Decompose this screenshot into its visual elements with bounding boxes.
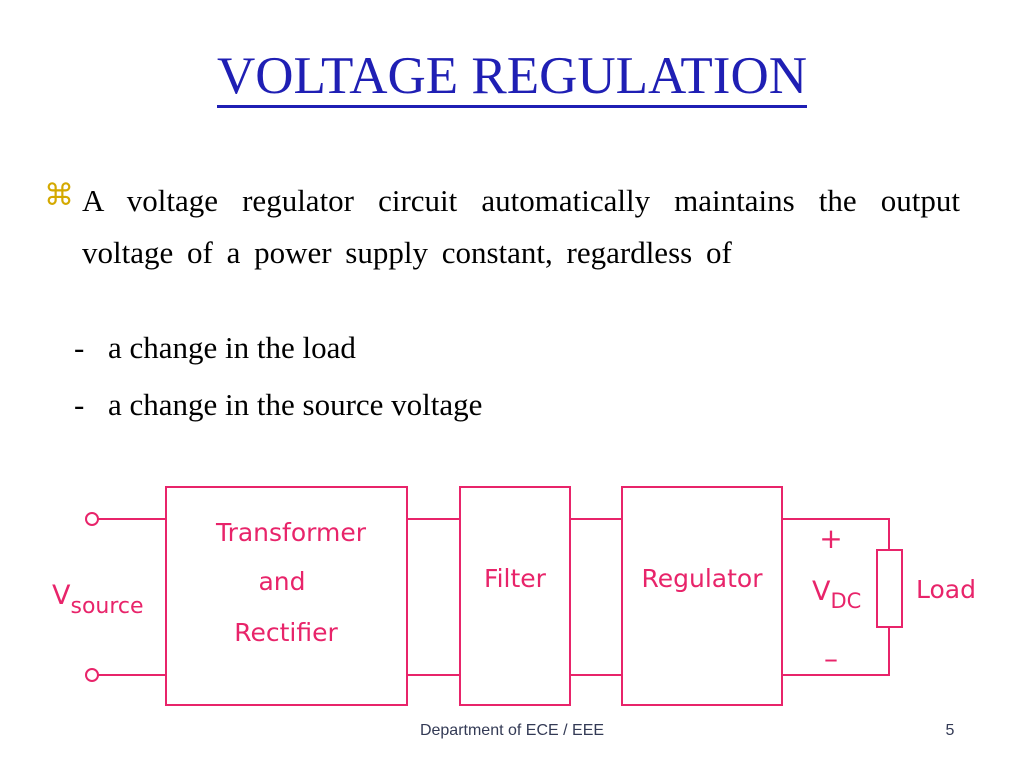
sub-item-load: -a change in the load bbox=[74, 328, 356, 368]
sub-item-source: -a change in the source voltage bbox=[74, 385, 482, 425]
source-voltage-label: Vsource bbox=[52, 580, 144, 619]
block1-label-line2: and bbox=[258, 567, 305, 596]
load-resistor bbox=[876, 549, 903, 628]
regulator-label: Regulator bbox=[642, 564, 764, 593]
sub-item-text: a change in the load bbox=[108, 330, 356, 365]
filter-label: Filter bbox=[484, 564, 547, 593]
sub-item-dash: - bbox=[74, 387, 85, 422]
regulator-block bbox=[621, 486, 783, 706]
transformer-rectifier-block bbox=[165, 486, 408, 706]
page-number: 5 bbox=[945, 722, 955, 739]
bullet-text: A voltage regulator circuit automaticall… bbox=[82, 183, 960, 270]
block1-label-line1: Transformer bbox=[215, 518, 367, 547]
block-diagram: Vsource Transformer and Rectifier Filter… bbox=[52, 486, 976, 706]
sub-item-text: a change in the source voltage bbox=[108, 387, 483, 422]
filter-block bbox=[459, 486, 571, 706]
minus-sign: – bbox=[824, 642, 838, 675]
command-symbol-icon: ⌘ bbox=[44, 178, 74, 213]
input-terminal-top bbox=[85, 512, 99, 526]
vdc-label: VDC bbox=[812, 576, 861, 613]
load-label: Load bbox=[916, 575, 976, 604]
footer-department: Department of ECE / EEE bbox=[419, 722, 605, 739]
slide-title: VOLTAGE REGULATION bbox=[0, 44, 1024, 108]
block1-label-line3: Rectifier bbox=[234, 618, 338, 647]
plus-sign: + bbox=[819, 522, 842, 555]
sub-item-dash: - bbox=[74, 330, 85, 365]
input-terminal-bottom bbox=[85, 668, 99, 682]
